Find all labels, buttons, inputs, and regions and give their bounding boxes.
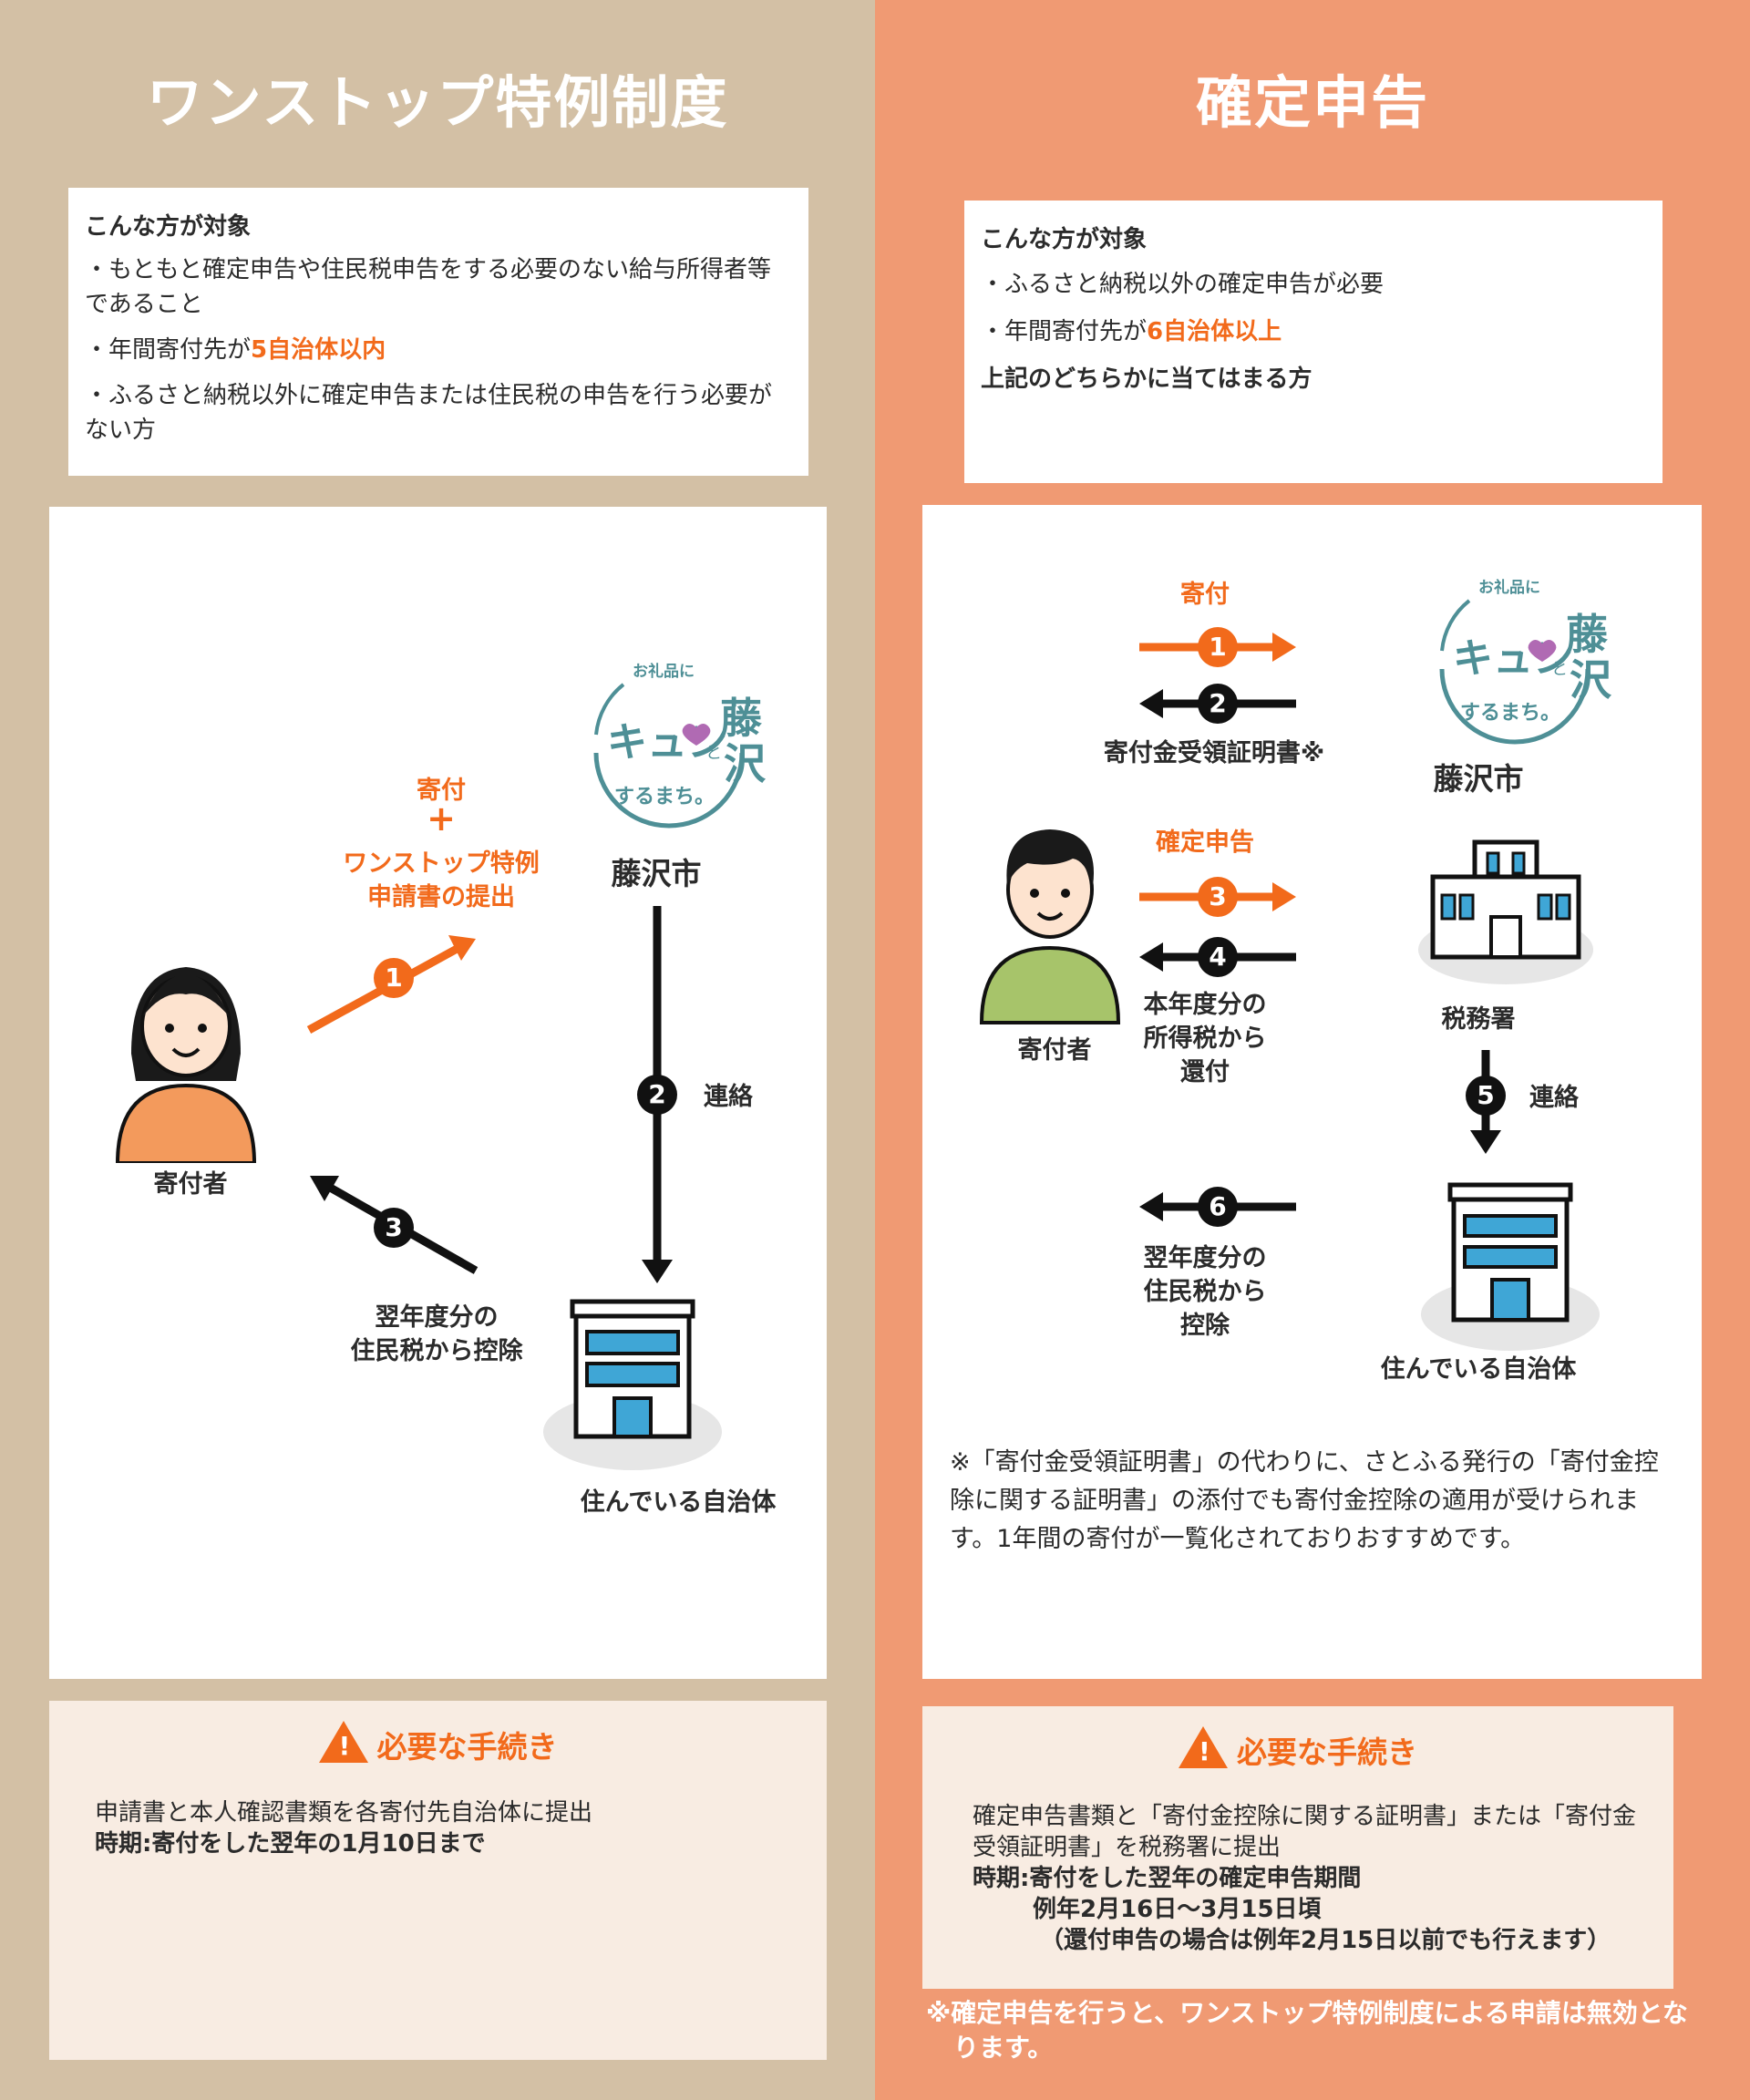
target-heading: こんな方が対象: [85, 213, 252, 241]
logo-to-text: と: [705, 744, 722, 763]
target-summary: 上記のどちらかに当てはまる方: [981, 365, 1312, 393]
tax-return-diagram: 寄付 寄付金受領証明書※ 藤沢市 確定申告 寄付者 税務署 本年度分の 所得税か…: [922, 505, 1702, 1679]
contact-label: 連絡: [1529, 1084, 1579, 1112]
tax-return-target-box: こんな方が対象 ・ふるさと納税以外の確定申告が必要 ・年間寄付先が6自治体以上 …: [964, 201, 1662, 483]
logo-ring-icon: [1439, 599, 1590, 745]
logo-city-char-2: 沢: [724, 739, 766, 788]
municipality-building-icon: [543, 1299, 722, 1470]
one-stop-procedure-box: 必要な手続き 申請書と本人確認書類を各寄付先自治体に提出 時期:寄付をした翌年の…: [49, 1701, 827, 2060]
flow-arrows: [1139, 633, 1501, 1221]
logo-top-text: お礼品に: [633, 663, 695, 681]
tax-return-label: 確定申告: [1156, 829, 1254, 857]
procedure-line-4: （還付申告の場合は例年2月15日以前でも行えます）: [1040, 1927, 1611, 1954]
flow-arrows: [306, 906, 673, 1283]
target-item-1: ・ふるさと納税以外の確定申告が必要: [981, 271, 1385, 298]
target-item-2: ・年間寄付先が6自治体以上: [981, 318, 1282, 345]
step-1-badge: 1: [1198, 627, 1238, 667]
application-label: ワンストップ特例 申請書の提出: [343, 849, 540, 911]
step-6-badge: 6: [1198, 1187, 1238, 1227]
deduction-label: 翌年度分の 住民税から控除: [350, 1303, 523, 1365]
tax-return-column: 確定申告 こんな方が対象 ・ふるさと納税以外の確定申告が必要 ・年間寄付先が6自…: [875, 0, 1750, 2100]
step-5-badge: 5: [1466, 1076, 1506, 1116]
target-item-1: ・もともと確定申告や住民税申告をする必要のない給与所得者等であること: [85, 256, 771, 318]
city-logo: お礼品に キュン と 藤 沢 するまち。: [1405, 569, 1633, 751]
target-highlight: 6自治体以上: [1147, 318, 1282, 345]
municipality-label: 住んでいる自治体: [580, 1488, 777, 1517]
municipality-label: 住んでいる自治体: [1380, 1355, 1577, 1384]
plus-sign: +: [427, 798, 456, 839]
heart-icon: [682, 724, 711, 746]
procedure-line-1: 申請書と本人確認書類を各寄付先自治体に提出: [95, 1799, 593, 1827]
step-2-badge: 2: [1198, 684, 1238, 724]
step-3-badge: 3: [374, 1208, 414, 1248]
step-2-badge: 2: [637, 1075, 677, 1115]
donation-label: 寄付: [1180, 581, 1230, 609]
tax-return-procedure-box: 必要な手続き 確定申告書類と「寄付金控除に関する証明書」または「寄付金受領証明書…: [922, 1706, 1673, 1989]
procedure-heading-row: 必要な手続き: [922, 1726, 1673, 1772]
refund-label: 本年度分の 所得税から 還付: [1143, 991, 1267, 1086]
one-stop-target-box: こんな方が対象 ・もともと確定申告や住民税申告をする必要のない給与所得者等である…: [68, 188, 808, 476]
procedure-text: 確定申告書類と「寄付金控除に関する証明書」または「寄付金受領証明書」を税務署に提…: [973, 1801, 1647, 1956]
target-heading: こんな方が対象: [981, 226, 1148, 253]
tax-office-building-icon: [1418, 839, 1593, 984]
tax-return-title: 確定申告: [1195, 69, 1429, 136]
warning-icon: [318, 1721, 368, 1763]
heart-icon: [1528, 640, 1557, 662]
city-label: 藤沢市: [611, 856, 702, 891]
city-label: 藤沢市: [1433, 761, 1524, 797]
procedure-heading-row: 必要な手続き: [49, 1721, 827, 1766]
warning-icon: [1179, 1726, 1228, 1768]
procedure-line-2: 時期:寄付をした翌年の1月10日まで: [95, 1830, 486, 1858]
procedure-heading: 必要な手続き: [376, 1729, 558, 1765]
one-stop-diagram: 寄付 + ワンストップ特例 申請書の提出 藤沢市 連絡 寄付者 翌年度分の 住民…: [49, 507, 827, 1679]
target-item-3: ・ふるさと納税以外に確定申告または住民税の申告を行う必要がない方: [85, 382, 773, 444]
footnote: ※確定申告を行うと、ワンストップ特例制度による申請は無効となります。: [926, 1998, 1688, 2063]
one-stop-title: ワンストップ特例制度: [146, 69, 729, 136]
procedure-line-2: 時期:寄付をした翌年の確定申告期間: [973, 1865, 1362, 1892]
step-3-badge: 3: [1198, 877, 1238, 917]
deduction-label: 翌年度分の 住民税から 控除: [1143, 1244, 1267, 1340]
step-1-badge: 1: [374, 958, 414, 998]
logo-ring-icon: [593, 683, 745, 829]
target-item-2: ・年間寄付先が5自治体以内: [85, 336, 386, 364]
contact-label: 連絡: [704, 1083, 753, 1111]
certificate-label: 寄付金受領証明書※: [1103, 739, 1325, 767]
target-highlight: 5自治体以内: [251, 336, 386, 364]
donor-label: 寄付者: [153, 1170, 228, 1199]
tax-office-label: 税務署: [1441, 1005, 1516, 1034]
donor-woman-icon: [115, 967, 257, 1163]
step-4-badge: 4: [1198, 937, 1238, 977]
logo-top-text: お礼品に: [1478, 579, 1540, 597]
logo-city-char-2: 沢: [1570, 655, 1611, 705]
procedure-line-1: 確定申告書類と「寄付金控除に関する証明書」または「寄付金受領証明書」を税務署に提…: [973, 1803, 1637, 1861]
logo-bottom-text: するまち。: [1460, 702, 1561, 725]
one-stop-column: ワンストップ特例制度 こんな方が対象 ・もともと確定申告や住民税申告をする必要の…: [0, 0, 875, 2100]
logo-city-char-1: 藤: [720, 694, 762, 743]
donation-label: 寄付: [417, 777, 466, 805]
logo-bottom-text: するまち。: [614, 786, 715, 808]
procedure-line-3: 例年2月16日～3月15日頃: [1033, 1896, 1322, 1923]
procedure-text: 申請書と本人確認書類を各寄付先自治体に提出 時期:寄付をした翌年の1月10日まで: [95, 1797, 788, 1859]
logo-city-char-1: 藤: [1566, 610, 1608, 659]
donor-label: 寄付者: [1017, 1036, 1092, 1065]
city-logo: お礼品に キュン と 藤 沢 するまち。: [560, 653, 788, 835]
donor-man-icon: [979, 829, 1121, 1024]
procedure-heading: 必要な手続き: [1237, 1735, 1417, 1770]
certificate-note: ※「寄付金受領証明書」の代わりに、さとふる発行の「寄付金控除に関する証明書」の添…: [950, 1448, 1659, 1553]
logo-to-text: と: [1551, 660, 1568, 679]
municipality-building-icon: [1421, 1182, 1600, 1351]
